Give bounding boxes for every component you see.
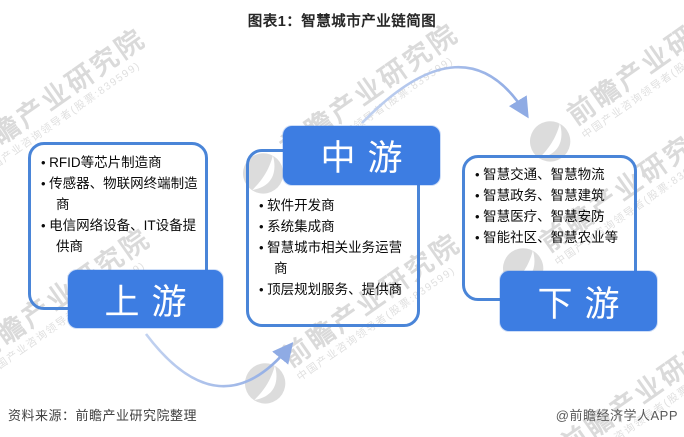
downstream-item: 智慧交通、智慧物流 — [475, 164, 630, 185]
downstream-item: 智慧医疗、智慧安防 — [475, 206, 630, 227]
upstream-item-list: RFID等芯片制造商 传感器、物联网终端制造商 电信网络设备、IT设备提供商 — [31, 145, 205, 257]
upstream-box: RFID等芯片制造商 传感器、物联网终端制造商 电信网络设备、IT设备提供商 — [28, 142, 208, 310]
page-title: 图表1：智慧城市产业链简图 — [247, 14, 437, 30]
upstream-item: RFID等芯片制造商 — [41, 152, 199, 173]
downstream-item-list: 智慧交通、智慧物流 智慧政务、智慧建筑 智慧医疗、智慧安防 智能社区、智慧农业等 — [465, 158, 634, 248]
midstream-item: 系统集成商 — [259, 216, 413, 237]
midstream-item: 智慧城市相关业务运营商 — [259, 237, 413, 279]
midstream-item-list: 软件开发商 系统集成商 智慧城市相关业务运营商 顶层规划服务、提供商 — [249, 152, 417, 300]
upstream-label: 上游 — [68, 270, 223, 328]
downstream-item: 智慧政务、智慧建筑 — [475, 185, 630, 206]
source-note: 资料来源：前瞻产业研究院整理 — [8, 408, 198, 423]
globe-icon — [244, 363, 286, 404]
upstream-item: 电信网络设备、IT设备提供商 — [41, 215, 199, 257]
midstream-item: 顶层规划服务、提供商 — [259, 279, 413, 300]
downstream-label: 下游 — [500, 271, 657, 331]
midstream-item: 软件开发商 — [259, 195, 413, 216]
arrow-midstream-to-downstream — [361, 65, 529, 124]
app-credit: @前瞻经济学人APP — [555, 408, 678, 423]
midstream-box: 软件开发商 系统集成商 智慧城市相关业务运营商 顶层规划服务、提供商 — [246, 149, 420, 327]
downstream-item: 智能社区、智慧农业等 — [475, 227, 630, 248]
watermark-tagline: 中国产业咨询领导者(股票:839599) — [580, 22, 684, 142]
midstream-label: 中游 — [283, 126, 440, 185]
arrow-upstream-to-midstream — [144, 333, 294, 388]
upstream-item: 传感器、物联网终端制造商 — [41, 173, 199, 215]
